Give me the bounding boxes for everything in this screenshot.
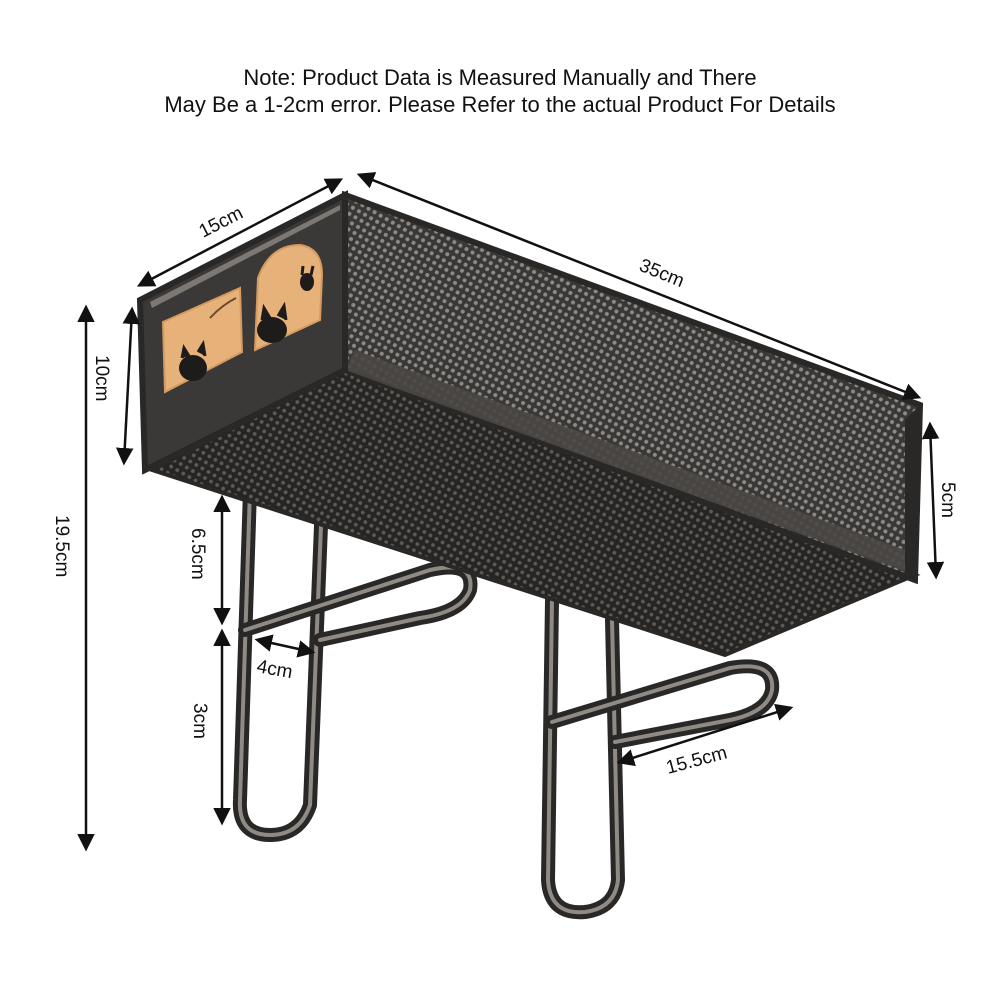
cat-sticker-left <box>161 286 244 394</box>
dimension-lines <box>77 172 945 852</box>
label-box-height: 10cm <box>91 355 112 401</box>
label-front-lip: 5cm <box>937 482 958 518</box>
label-hook-gap: 4cm <box>255 656 294 683</box>
label-depth: 15cm <box>196 203 247 243</box>
product-note: Note: Product Data is Measured Manually … <box>0 64 1000 118</box>
left-hook <box>232 483 478 842</box>
label-hook-lower: 3cm <box>189 703 210 739</box>
storage-basket <box>136 190 924 658</box>
label-hook-depth: 15.5cm <box>664 742 730 778</box>
note-line-2: May Be a 1-2cm error. Please Refer to th… <box>164 92 836 117</box>
label-total-height: 19.5cm <box>51 515 72 577</box>
label-length: 35cm <box>636 255 687 292</box>
label-hook-upper: 6.5cm <box>187 528 208 580</box>
note-line-1: Note: Product Data is Measured Manually … <box>243 65 757 90</box>
